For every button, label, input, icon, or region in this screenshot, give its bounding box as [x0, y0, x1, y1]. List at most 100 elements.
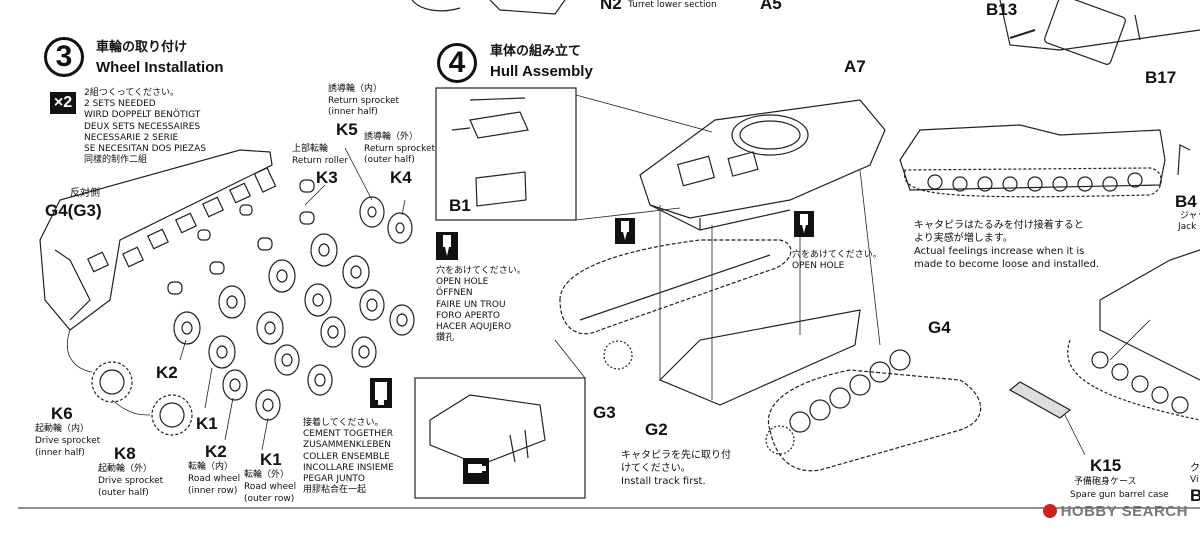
watermark-text: HOBBY SEARCH — [1060, 503, 1188, 520]
hook-part — [1134, 14, 1141, 41]
step4-number: 4 — [437, 43, 477, 83]
track-sag-note: キャタピラはたるみを付け接着するとより実感が増します。 Actual feeli… — [914, 220, 1100, 270]
drill-icon-3 — [794, 211, 814, 237]
hull-lower-g2 — [658, 309, 861, 406]
a5-label: A5 — [760, 0, 782, 13]
hull-upper-a7 — [639, 99, 886, 219]
b1-label: B1 — [449, 196, 471, 215]
g2-label: G2 — [645, 420, 668, 439]
g3-label: G3 — [593, 403, 616, 422]
k15-en: Spare gun barrel case — [1070, 490, 1169, 500]
turret-lower-fragment — [489, 0, 566, 15]
k2-label-a: K2 — [156, 363, 178, 382]
k8-en1: Drive sprocket — [98, 476, 164, 486]
side-view-tank — [899, 124, 1166, 198]
k6-label: K6 — [51, 404, 73, 423]
hull-side-detail — [54, 249, 91, 321]
k4-jp: 誘導輪（外） — [364, 132, 419, 142]
step4-title-en: Hull Assembly — [490, 63, 593, 80]
k5-en2: (inner half) — [328, 107, 378, 117]
opposite-side-label: 反対側 — [70, 188, 100, 199]
k5-en1: Return sprocket — [328, 96, 400, 106]
k3-label: K3 — [316, 168, 338, 187]
b13-part — [1009, 29, 1036, 39]
inset-leader — [575, 94, 713, 221]
b4-label: B4 — [1175, 192, 1197, 211]
step3-leader-lines — [66, 147, 406, 451]
turret-ring — [731, 114, 809, 156]
k1b-en2: (outer row) — [244, 494, 295, 504]
b17-label: B17 — [1145, 68, 1177, 87]
drill-icon — [436, 232, 458, 260]
k6-jp: 起動輪（内） — [35, 424, 90, 434]
edge-en: Vi — [1190, 475, 1199, 485]
jack-en: Jack — [1178, 222, 1197, 232]
k1b-en1: Road wheel — [244, 482, 297, 492]
k3-en: Return roller — [292, 156, 348, 166]
k5-label: K5 — [336, 120, 358, 139]
drill-icon-2 — [615, 218, 635, 244]
suspension-brackets — [86, 167, 277, 273]
turret-fragment — [411, 0, 461, 12]
left-track — [559, 239, 792, 335]
k1-label-a: K1 — [196, 414, 218, 433]
detail-inset-box — [435, 87, 577, 221]
k2b-en2: (inner row) — [188, 486, 238, 496]
n2-label: N2 — [600, 0, 622, 13]
right-edge-vehicle — [1067, 144, 1200, 421]
step3-number: 3 — [44, 37, 84, 77]
k3-jp: 上部転輪 — [292, 144, 329, 154]
inset-details — [451, 97, 526, 131]
cement-inset-box — [414, 377, 586, 499]
k4-en1: Return sprocket — [364, 144, 436, 154]
return-sprockets — [359, 196, 413, 244]
k1b-jp: 転輪（外） — [244, 470, 290, 480]
right-track — [767, 369, 982, 472]
k5-jp: 誘導輪（内） — [328, 84, 383, 94]
quantity-badge: ×2 — [50, 92, 76, 114]
k15-label: K15 — [1090, 456, 1122, 475]
watermark: HOBBY SEARCH — [1042, 503, 1188, 520]
jack-jp: ジャッ — [1180, 211, 1200, 221]
turret-lower-caption: Turret lower section — [628, 0, 717, 10]
k6-en2: (inner half) — [35, 448, 85, 458]
a7-label: A7 — [844, 57, 866, 76]
k2b-en1: Road wheel — [188, 474, 241, 484]
step3-title-en: Wheel Installation — [96, 59, 224, 76]
axle-stubs — [167, 179, 315, 295]
edge-jp: ク — [1190, 463, 1200, 474]
road-wheels-inner — [173, 233, 385, 401]
cement-tube-icon — [370, 378, 392, 408]
b13-label: B13 — [986, 0, 1018, 19]
k15-jp: 予備砲身ケース — [1074, 477, 1137, 487]
hull-top-fragment — [999, 0, 1200, 51]
sets-needed-text: 2組つくってください。2 SETS NEEDED WIRD DOPPELT BE… — [84, 88, 206, 166]
open-hole-text-right: 穴をあけてください。OPEN HOLE — [792, 250, 882, 272]
k4-en2: (outer half) — [364, 155, 415, 165]
idler-g3 — [603, 340, 633, 370]
k8-label: K8 — [114, 444, 136, 463]
watermark-logo-icon — [1042, 504, 1057, 518]
k8-en2: (outer half) — [98, 488, 149, 498]
cement-icon-inset — [463, 458, 489, 484]
inset-parts — [469, 111, 529, 207]
step4-title-jp: 車体の組み立て — [490, 44, 582, 59]
k15-part — [1008, 381, 1072, 419]
k4-label: K4 — [390, 168, 412, 187]
g4-label: G4 — [928, 318, 951, 337]
g4g3-label: G4(G3) — [45, 201, 102, 220]
k1-label-b: K1 — [260, 450, 282, 469]
assembly-lines — [659, 169, 881, 400]
cement-inset-part — [429, 394, 546, 466]
step3-title-jp: 車輪の取り付け — [96, 40, 188, 55]
install-track-note: キャタピラを先に取り付けてください。 Install track first. — [621, 450, 731, 487]
k2b-jp: 転輪（内） — [188, 462, 234, 472]
k2-label-b: K2 — [205, 442, 227, 461]
hull-side-plate — [39, 149, 273, 331]
k8-jp: 起動輪（外） — [98, 464, 153, 474]
drive-sprockets — [91, 361, 193, 436]
